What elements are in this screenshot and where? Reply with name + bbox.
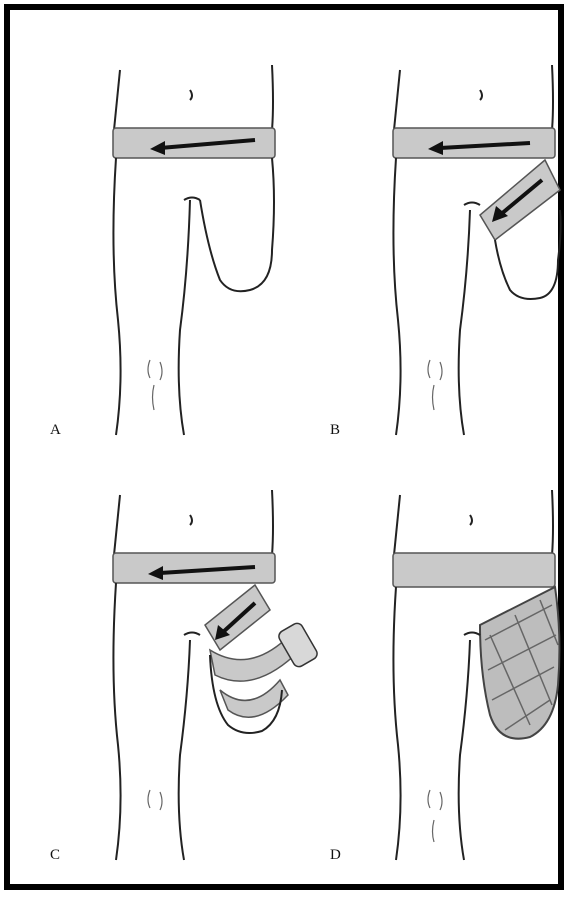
- panel-label-b: B: [330, 422, 340, 439]
- panel-a-illustration: [50, 50, 320, 480]
- navel-mark: [470, 515, 472, 525]
- waist-bandage: [393, 553, 555, 587]
- figure-frame: A B: [4, 4, 564, 890]
- panel-d: D: [330, 475, 570, 905]
- navel-mark: [190, 90, 192, 100]
- panel-label-c: C: [50, 847, 60, 864]
- panel-d-illustration: [330, 475, 570, 905]
- panel-label-d: D: [330, 847, 341, 864]
- panel-b-illustration: [330, 50, 570, 480]
- navel-mark: [480, 90, 482, 100]
- panel-b: B: [330, 50, 570, 480]
- navel-mark: [190, 515, 192, 525]
- waist-bandage: [393, 128, 555, 158]
- panel-c: C: [50, 475, 320, 905]
- waist-bandage: [113, 128, 275, 158]
- panel-label-a: A: [50, 422, 61, 439]
- wrapped-residual-limb: [480, 587, 559, 739]
- panel-c-illustration: [50, 475, 320, 905]
- panel-a: A: [50, 50, 320, 480]
- residual-limb: [200, 158, 274, 291]
